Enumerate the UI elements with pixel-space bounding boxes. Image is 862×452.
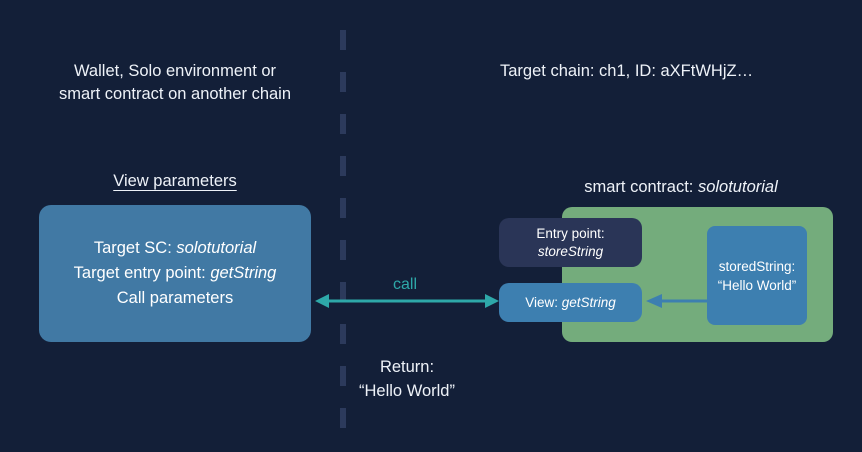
target-sc-line: Target SC: solotutorial (94, 236, 256, 261)
smart-contract-title-value: solotutorial (697, 178, 778, 196)
target-entry-point-line: Target entry point: getString (74, 261, 277, 286)
entry-point-value: storeString (537, 243, 604, 259)
right-column-header: Target chain: ch1, ID: aXFtWHjZ… (500, 62, 754, 80)
stored-string-box: storedString: “Hello World” (707, 226, 807, 325)
stored-string-label: storedString: (718, 258, 796, 274)
target-entry-point-label: Target entry point: (73, 264, 211, 282)
call-parameters-line: Call parameters (116, 289, 234, 307)
call-label: call (392, 276, 417, 293)
view-parameters-title: View parameters (113, 172, 237, 190)
left-arrow-icon (646, 294, 708, 308)
entry-point-box: Entry point: storeString (499, 218, 642, 267)
view-getstring-box: View: getString (499, 283, 642, 322)
target-sc-value: solotutorial (176, 239, 257, 257)
smart-contract-title: smart contract: solotutorial (500, 178, 862, 197)
return-label: Return: “Hello World” (359, 358, 455, 400)
view-box-value: getString (561, 295, 616, 310)
entry-point-label: Entry point: (536, 225, 605, 241)
target-sc-label: Target SC: (93, 239, 177, 257)
stored-string-value: “Hello World” (717, 277, 797, 293)
view-box-label: View: (525, 295, 562, 310)
left-column-header: Wallet, Solo environment or smart contra… (58, 62, 292, 103)
view-parameters-box: Target SC: solotutorial Target entry poi… (39, 205, 311, 342)
vertical-dashed-divider (340, 30, 346, 428)
smart-contract-title-label: smart contract: (584, 178, 698, 196)
target-entry-point-value: getString (210, 264, 277, 282)
double-headed-arrow-icon (315, 294, 499, 308)
view-box-line: View: getString (525, 295, 616, 310)
